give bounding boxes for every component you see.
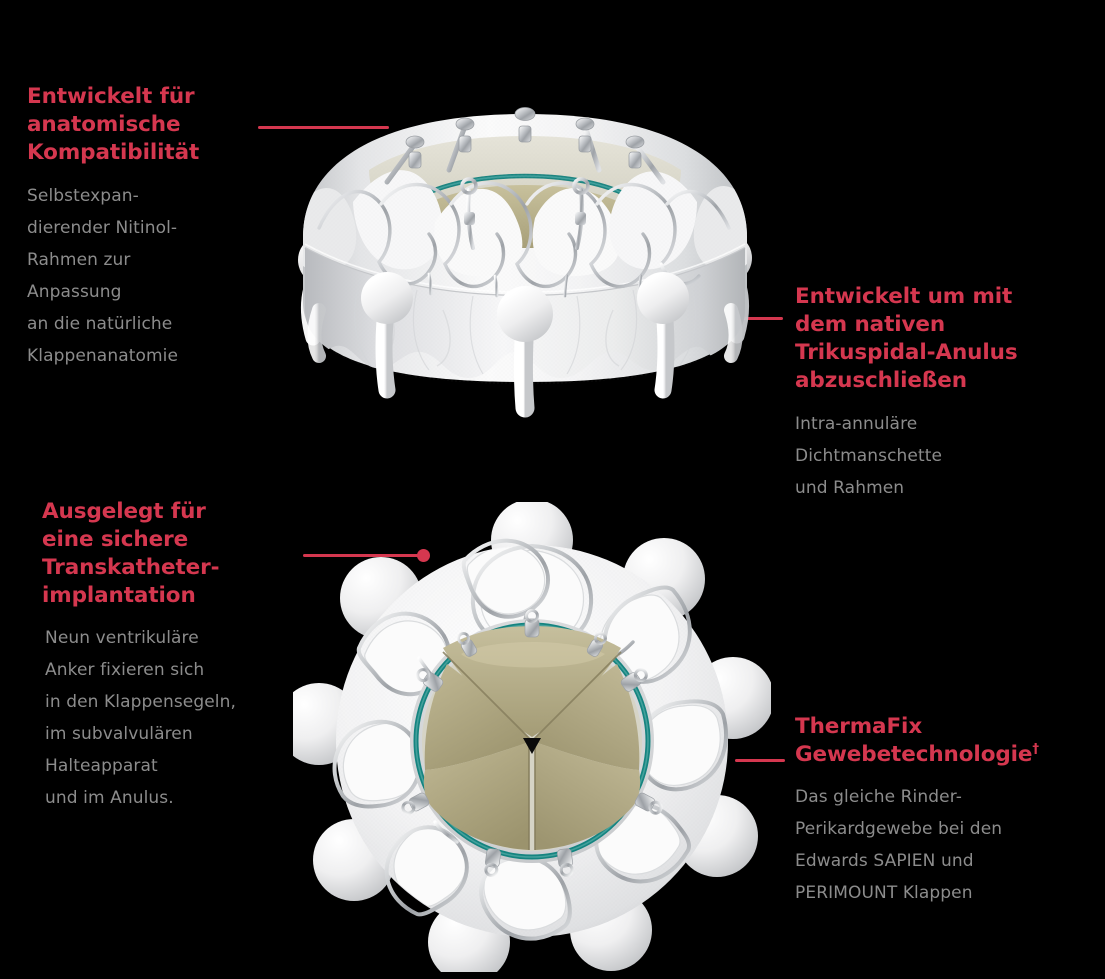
body-line: Das gleiche Rinder-	[795, 787, 962, 807]
callout-bottom-right-heading: ThermaFix Gewebetechnologie†	[795, 713, 1095, 769]
dagger-footnote-marker: †	[1032, 741, 1039, 757]
heading-line: ThermaFix	[795, 714, 923, 739]
body-line: Halteapparat	[45, 756, 158, 776]
leader-line-bottom-right	[735, 759, 785, 762]
body-line: Perikardgewebe bei den	[795, 819, 1003, 839]
heading-line: Trikuspidal-Anulus	[795, 340, 1018, 365]
leader-dot-bottom-left	[417, 549, 430, 562]
body-line: Anpassung	[27, 282, 122, 302]
heading-line: dem nativen	[795, 312, 946, 337]
heading-line: Entwickelt um mit	[795, 284, 1013, 309]
body-line: Neun ventrikuläre	[45, 628, 199, 648]
body-line: PERIMOUNT Klappen	[795, 883, 973, 903]
anchor-group-front	[307, 272, 743, 418]
body-line: Rahmen zur	[27, 250, 131, 270]
callout-bottom-right-body: Das gleiche Rinder- Perikardgewebe bei d…	[795, 781, 1095, 909]
heading-line: eine sichere	[42, 527, 189, 552]
heading-line: Transkatheter-	[42, 555, 220, 580]
heading-line: Gewebetechnologie†	[795, 741, 1095, 769]
callout-top-left-heading: Entwickelt für anatomische Kompatibilitä…	[27, 83, 287, 167]
callout-bottom-left-body: Neun ventrikuläre Anker fixieren sich in…	[45, 622, 292, 814]
body-line: Edwards SAPIEN und	[795, 851, 974, 871]
heading-line: Kompatibilität	[27, 140, 200, 165]
callout-bottom-left-heading: Ausgelegt für eine sichere Transkatheter…	[42, 498, 292, 610]
callout-top-left-body: Selbstexpan- dierender Nitinol- Rahmen z…	[27, 180, 287, 372]
heading-line: Entwickelt für	[27, 84, 195, 109]
callout-bottom-right: ThermaFix Gewebetechnologie† Das gleiche…	[795, 713, 1095, 909]
heading-line-text: Gewebetechnologie	[795, 742, 1033, 767]
heading-line: abzuschließen	[795, 368, 967, 393]
body-line: und im Anulus.	[45, 788, 174, 808]
crown-posts	[384, 107, 666, 250]
body-line: in den Klappensegeln,	[45, 692, 237, 712]
body-line: Anker fixieren sich	[45, 660, 205, 680]
leader-line-bottom-left	[303, 554, 425, 557]
body-line: dierender Nitinol-	[27, 218, 178, 238]
callout-top-right: Entwickelt um mit dem nativen Trikuspida…	[795, 283, 1095, 504]
callout-top-left: Entwickelt für anatomische Kompatibilitä…	[27, 83, 287, 372]
body-line: und Rahmen	[795, 478, 905, 498]
body-line: Klappenanatomie	[27, 346, 179, 366]
valve-top-view-illustration	[293, 502, 771, 972]
heading-line: Ausgelegt für	[42, 499, 206, 524]
body-line: Dichtmanschette	[795, 446, 943, 466]
valve-leaflets	[423, 626, 641, 850]
body-line: im subvalvulären	[45, 724, 193, 744]
body-line: an die natürliche	[27, 314, 173, 334]
heading-line: implantation	[42, 583, 196, 608]
leader-line-top-left	[258, 126, 389, 129]
valve-side-view-illustration	[283, 52, 768, 452]
callout-top-right-heading: Entwickelt um mit dem nativen Trikuspida…	[795, 283, 1095, 395]
heading-line: anatomische	[27, 112, 181, 137]
callout-top-right-body: Intra-annuläre Dichtmanschette und Rahme…	[795, 408, 1095, 504]
body-line: Selbstexpan-	[27, 186, 139, 206]
callout-bottom-left: Ausgelegt für eine sichere Transkatheter…	[42, 498, 292, 814]
frame-eyelets	[401, 609, 663, 877]
body-line: Intra-annuläre	[795, 414, 918, 434]
inner-eyelets	[460, 177, 590, 250]
